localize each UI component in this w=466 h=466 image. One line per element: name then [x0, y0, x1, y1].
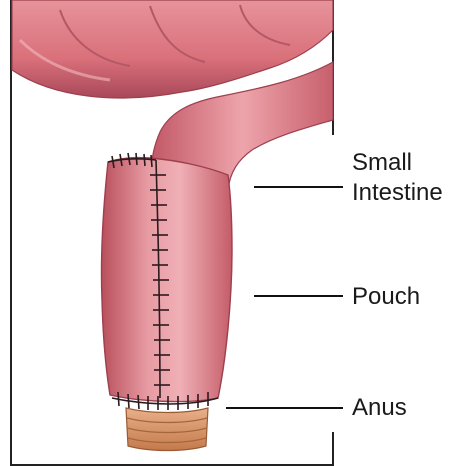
- label-pouch: Pouch: [352, 282, 420, 312]
- label-anus: Anus: [352, 393, 407, 423]
- label-small-intestine-line2: Intestine: [352, 178, 443, 208]
- anal-canal: [126, 408, 208, 451]
- label-small-intestine-line1: Small: [352, 148, 412, 178]
